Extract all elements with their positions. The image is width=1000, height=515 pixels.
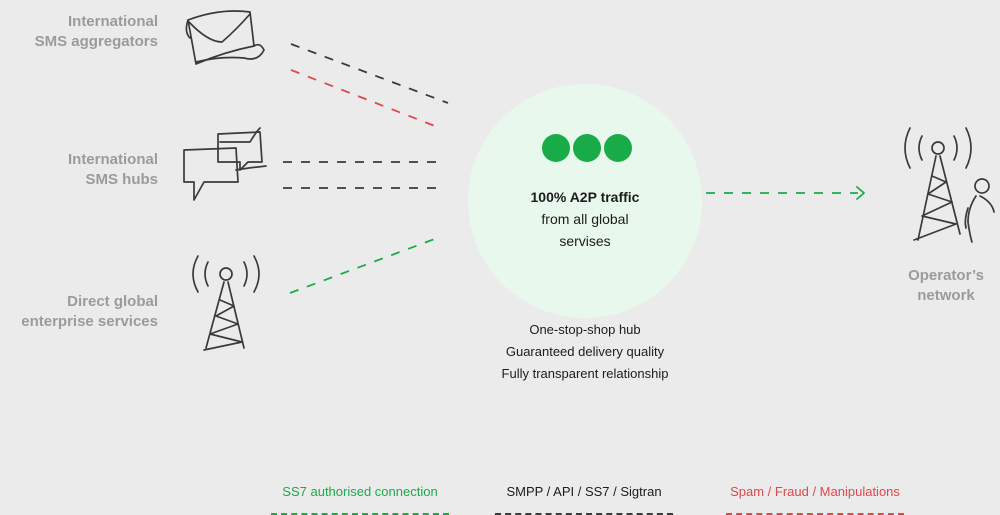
source-label-aggregators: International SMS aggregators xyxy=(34,13,158,50)
source-label-hubs: International SMS hubs xyxy=(67,151,158,188)
chat-bubbles-icon xyxy=(183,127,267,201)
hub-title: 100% A2P traffic xyxy=(530,189,640,205)
envelope-icon xyxy=(185,10,265,65)
legend-smpp: SMPP / API / SS7 / Sigtran xyxy=(484,484,684,515)
brand-dot xyxy=(604,134,632,162)
legend-ss7: SS7 authorised connection xyxy=(260,484,460,515)
hub-circle xyxy=(468,84,702,318)
tower-with-person-icon xyxy=(904,127,995,243)
legend-spam: Spam / Fraud / Manipulations xyxy=(715,484,915,515)
arrow-head-icon xyxy=(856,186,865,200)
legend-label: SS7 authorised connection xyxy=(282,484,438,499)
legend-label: SMPP / API / SS7 / Sigtran xyxy=(506,484,662,499)
feature-item: Fully transparent relationship xyxy=(501,366,669,381)
feature-item: Guaranteed delivery quality xyxy=(505,344,665,359)
hub-features-list: One-stop-shop hub Guaranteed delivery qu… xyxy=(465,319,705,385)
direct-ss7-line xyxy=(289,236,441,294)
antenna-tower-icon xyxy=(192,255,260,351)
operator-label: Operator’s network xyxy=(908,267,984,304)
feature-item: One-stop-shop hub xyxy=(529,322,641,337)
brand-dot xyxy=(542,134,570,162)
brand-dots-icon xyxy=(542,134,632,162)
source-label-direct: Direct global enterprise services xyxy=(21,293,158,330)
brand-dot xyxy=(573,134,601,162)
aggregator-spam-line xyxy=(290,69,441,129)
hub-subtitle: from all global servises xyxy=(541,211,629,249)
legend-label: Spam / Fraud / Manipulations xyxy=(730,484,900,499)
aggregator-smpp-line xyxy=(290,43,449,104)
